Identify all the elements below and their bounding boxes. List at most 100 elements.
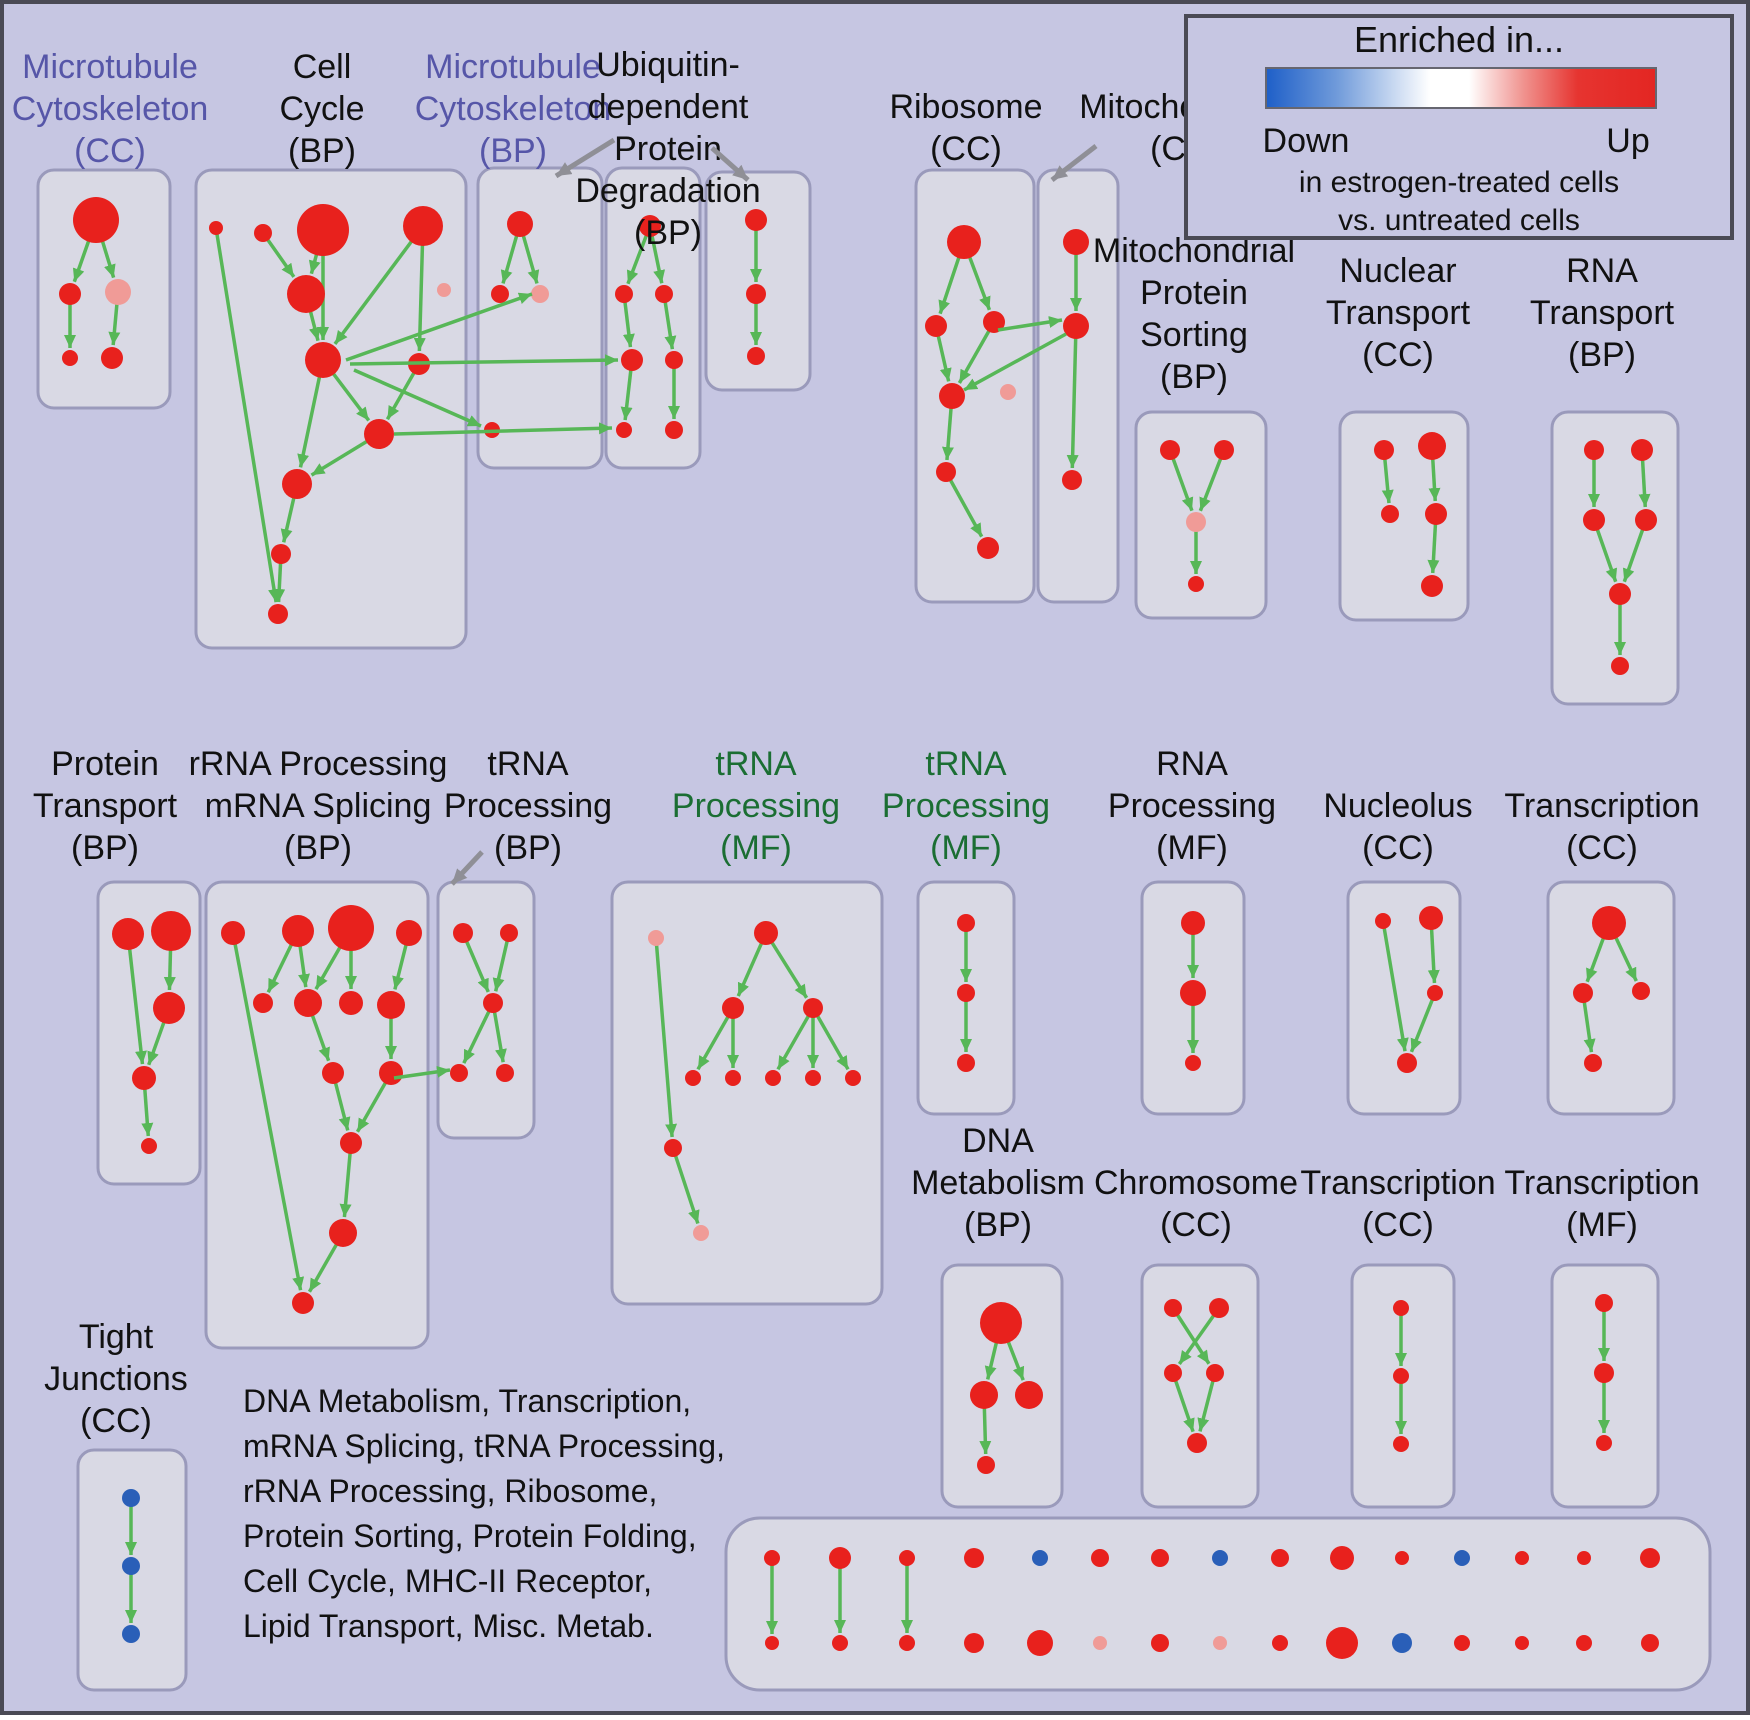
go-term-node [725,1070,741,1086]
go-term-node [1186,512,1206,532]
go-term-node [1330,1546,1354,1570]
go-term-node [1392,1633,1412,1653]
go-term-node [693,1225,709,1241]
go-term-node [1213,1636,1227,1650]
go-term-edge [1168,449,1194,512]
nucleolus-cc-label: Nucleolus(CC) [1323,787,1472,867]
chromosome-cc-cluster: Chromosome(CC) [1094,1164,1298,1509]
go-term-node [1515,1551,1529,1565]
go-term-node [616,422,632,438]
go-term-node [340,1132,362,1154]
go-term-node [977,1456,995,1474]
go-term-node [1635,509,1657,531]
go-term-node [655,285,673,303]
transcription-cc-top-box [1546,880,1676,1116]
legend-down-label: Down [1263,122,1350,160]
go-term-node [1063,229,1089,255]
go-term-node [1151,1549,1169,1567]
go-term-edge [126,933,147,1065]
go-term-node [1596,1435,1612,1451]
go-term-node [322,1062,344,1084]
go-term-node [621,349,643,371]
cross-cluster-edge [997,316,1063,332]
label-pointer-arrow [554,137,616,179]
microtubule-cytoskeleton-bp-box [476,166,604,470]
go-term-node [899,1635,915,1651]
go-term-node [964,1633,984,1653]
go-term-edge [214,227,280,603]
go-term-node [122,1625,140,1643]
go-term-node [983,311,1005,333]
go-term-node [1425,503,1447,525]
go-term-node [151,911,191,951]
protein-transport-bp-box [96,880,202,1186]
go-term-node [1093,1636,1107,1650]
go-term-node [1000,384,1016,400]
mitochondrion-cc-box [1036,168,1120,604]
go-term-node [1381,505,1399,523]
go-term-node [1181,911,1205,935]
nucleolus-cc-box [1346,880,1462,1116]
go-term-edge [492,932,511,992]
go-term-node [122,1489,140,1507]
go-term-edge [811,1007,850,1071]
chromosome-cc-box [1140,1263,1260,1509]
go-term-node [639,215,661,237]
legend-box [1184,14,1734,240]
go-term-node [685,1070,701,1086]
go-term-node [379,1061,403,1085]
go-term-node [221,921,245,945]
go-term-node [496,1064,514,1082]
go-term-node [305,342,341,378]
go-term-node [1454,1635,1470,1651]
go-term-edge [413,225,426,352]
go-term-node [1091,1549,1109,1567]
cross-cluster-edge [963,332,1067,392]
go-term-node [936,462,956,482]
go-term-node [665,351,683,369]
go-term-node [745,209,767,231]
go-term-node [765,1636,779,1650]
go-term-edge [1066,325,1079,469]
cross-cluster-edge [345,292,533,362]
go-term-node [1151,1634,1169,1652]
legend-title: Enriched in... [1354,19,1564,60]
go-term-node [105,279,131,305]
go-term-node [1212,1550,1228,1566]
go-term-node [665,421,683,439]
go-term-node [754,921,778,945]
go-term-node [1214,440,1234,460]
go-term-edge [491,1002,507,1063]
go-term-node [1641,1634,1659,1652]
go-term-node [1427,985,1443,1001]
go-term-edge [662,293,677,350]
go-term-node [977,537,999,559]
transcription-cc-bottom-cluster: Transcription(CC) [1300,1164,1496,1509]
go-term-node [1609,583,1631,605]
go-term-edge [654,937,678,1138]
go-term-node [1632,982,1650,1000]
cross-cluster-edge [349,354,619,367]
go-term-node [132,1066,156,1090]
transcription-cc-bottom-box [1350,1263,1456,1509]
label-pointer-arrow [1050,144,1098,182]
go-term-node [1185,1055,1201,1071]
go-term-node [209,221,223,235]
transcription-mf-cluster: Transcription(MF) [1504,1164,1700,1509]
go-term-node [1515,1636,1529,1650]
go-term-node [1393,1300,1409,1316]
go-term-node [437,283,451,297]
go-term-node [947,225,981,259]
